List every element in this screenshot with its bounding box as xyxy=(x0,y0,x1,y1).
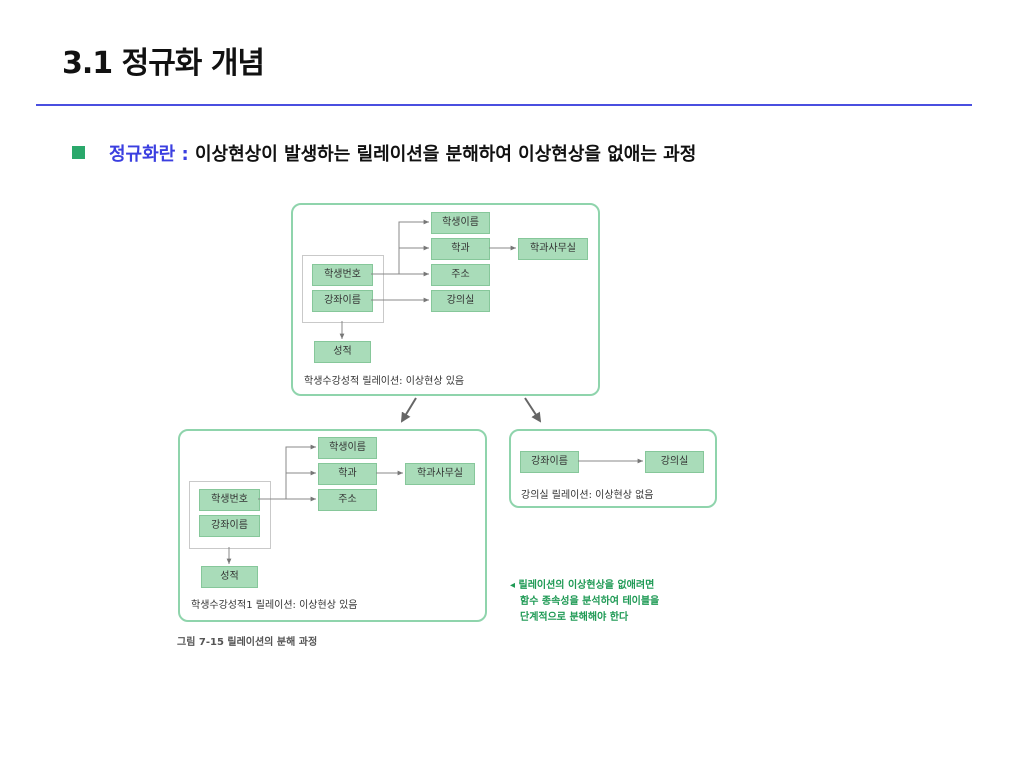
attr-classroom: 강의실 xyxy=(645,451,704,473)
attr-grade: 성적 xyxy=(201,566,258,588)
attr-address: 주소 xyxy=(431,264,490,286)
figure-caption: 그림 7-15 릴레이션의 분해 과정 xyxy=(177,637,318,648)
attr-department-office: 학과사무실 xyxy=(405,463,475,485)
note-line-2: 함수 종속성을 분석하여 테이블을 xyxy=(520,596,660,607)
note-line-1: ◂ 릴레이션의 이상현상을 없애려면 xyxy=(510,580,655,591)
title-divider xyxy=(36,104,972,106)
attr-student-id: 학생번호 xyxy=(199,489,260,511)
attr-grade: 성적 xyxy=(314,341,371,363)
attr-student-name: 학생이름 xyxy=(431,212,490,234)
caption-original-relation: 학생수강성적 릴레이션: 이상현상 있음 xyxy=(304,376,465,387)
note-line-3: 단계적으로 분해해야 한다 xyxy=(520,612,629,623)
caption-decomposed-relation-1: 학생수강성적1 릴레이션: 이상현상 있음 xyxy=(191,600,358,611)
square-bullet-icon xyxy=(72,146,85,159)
decomposition-note: ◂ 릴레이션의 이상현상을 없애려면 함수 종속성을 분석하여 테이블을 단계적… xyxy=(510,578,659,626)
attr-address: 주소 xyxy=(318,489,377,511)
definition-term: 정규화란 : xyxy=(109,144,189,165)
attr-course-name: 강좌이름 xyxy=(199,515,260,537)
attr-department: 학과 xyxy=(318,463,377,485)
attr-student-id: 학생번호 xyxy=(312,264,373,286)
definition-bullet: 정규화란 : 이상현상이 발생하는 릴레이션을 분해하여 이상현상을 없애는 과… xyxy=(72,140,696,166)
attr-classroom: 강의실 xyxy=(431,290,490,312)
caption-classroom-relation: 강의실 릴레이션: 이상현상 없음 xyxy=(521,490,654,501)
attr-department: 학과 xyxy=(431,238,490,260)
attr-course-name: 강좌이름 xyxy=(520,451,579,473)
definition-text: 이상현상이 발생하는 릴레이션을 분해하여 이상현상을 없애는 과정 xyxy=(195,144,697,165)
slide-title: 3.1 정규화 개념 xyxy=(62,46,265,81)
attr-course-name: 강좌이름 xyxy=(312,290,373,312)
attr-department-office: 학과사무실 xyxy=(518,238,588,260)
attr-student-name: 학생이름 xyxy=(318,437,377,459)
